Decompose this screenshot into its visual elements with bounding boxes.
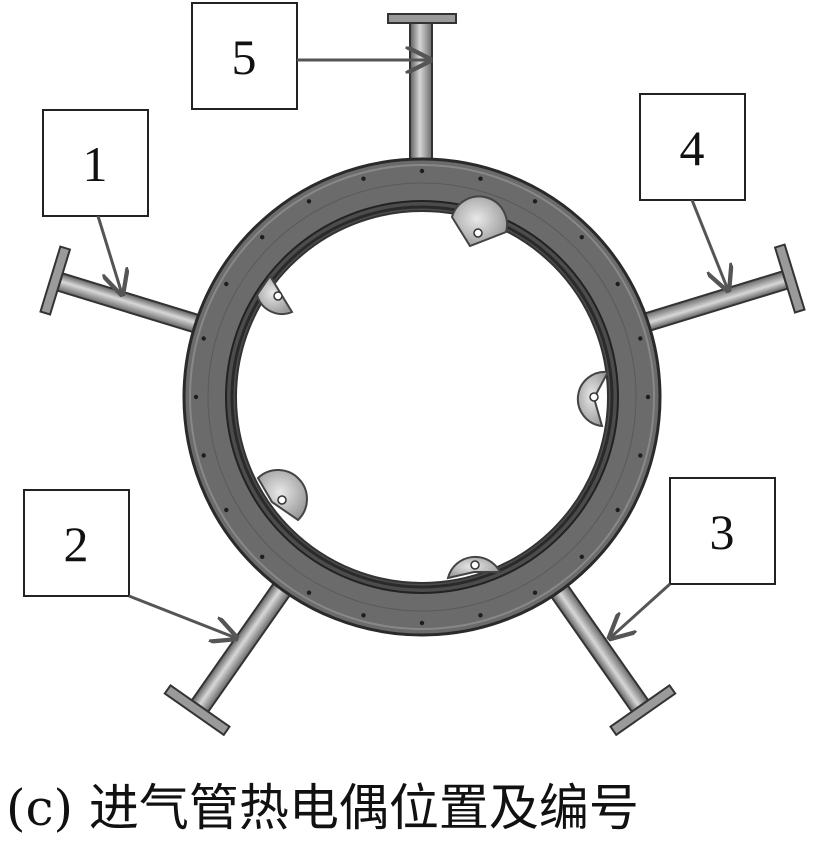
bolt-hole: [419, 620, 425, 626]
bolt-hole: [579, 554, 584, 559]
label-5: 5: [191, 2, 298, 110]
bolt-hole: [615, 281, 620, 287]
bolt-hole: [532, 199, 538, 204]
boss-upper-left: [255, 274, 294, 315]
leader-arrows: [96, 60, 728, 638]
label-3: 3: [669, 477, 776, 585]
bolt-holes: [193, 168, 651, 626]
bolt-hole: [260, 235, 265, 240]
boss-bottom: [446, 555, 502, 580]
svg-text:5: 5: [232, 29, 257, 85]
bolt-hole: [361, 613, 366, 618]
bolt-hole: [638, 453, 643, 458]
bolt-hole: [193, 394, 199, 400]
bolt-hole: [615, 507, 620, 513]
bolt-hole: [638, 336, 643, 341]
boss-top-right: [450, 195, 508, 248]
arrow-4: [690, 199, 728, 290]
boss-lower-left: [256, 469, 308, 522]
svg-text:4: 4: [680, 120, 705, 176]
inner-bosses: [255, 195, 610, 580]
bolt-hole: [306, 199, 312, 204]
arrow-2: [128, 594, 236, 638]
bolt-hole: [579, 235, 584, 240]
main-ring: [182, 157, 662, 637]
bolt-hole: [532, 590, 538, 595]
bolt-hole: [478, 176, 483, 181]
thermocouple-diagram: 5 1 4 2 3: [23, 2, 806, 737]
boss-right: [576, 370, 610, 428]
bolt-hole: [201, 336, 206, 341]
arrow-3: [610, 582, 672, 638]
pipe-3: [541, 571, 677, 737]
bolt-hole: [306, 590, 312, 595]
bolt-hole: [478, 613, 483, 618]
arrow-1: [96, 215, 122, 294]
bolt-hole: [224, 507, 229, 513]
bolt-hole: [201, 453, 206, 458]
bolt-hole: [224, 281, 229, 287]
label-2: 2: [23, 489, 130, 597]
label-4: 4: [639, 93, 746, 201]
svg-text:1: 1: [83, 136, 108, 192]
figure-caption: (c) 进气管热电偶位置及编号: [6, 779, 639, 837]
label-1: 1: [42, 109, 149, 217]
bolt-hole: [419, 168, 425, 174]
pipe-4: [642, 243, 806, 333]
svg-text:3: 3: [710, 504, 735, 560]
bolt-hole: [260, 554, 265, 559]
bolt-hole: [361, 176, 366, 181]
bolt-hole: [645, 394, 651, 400]
pipe-1: [39, 245, 203, 335]
svg-text:2: 2: [64, 516, 89, 572]
pipe-5: [387, 13, 457, 163]
